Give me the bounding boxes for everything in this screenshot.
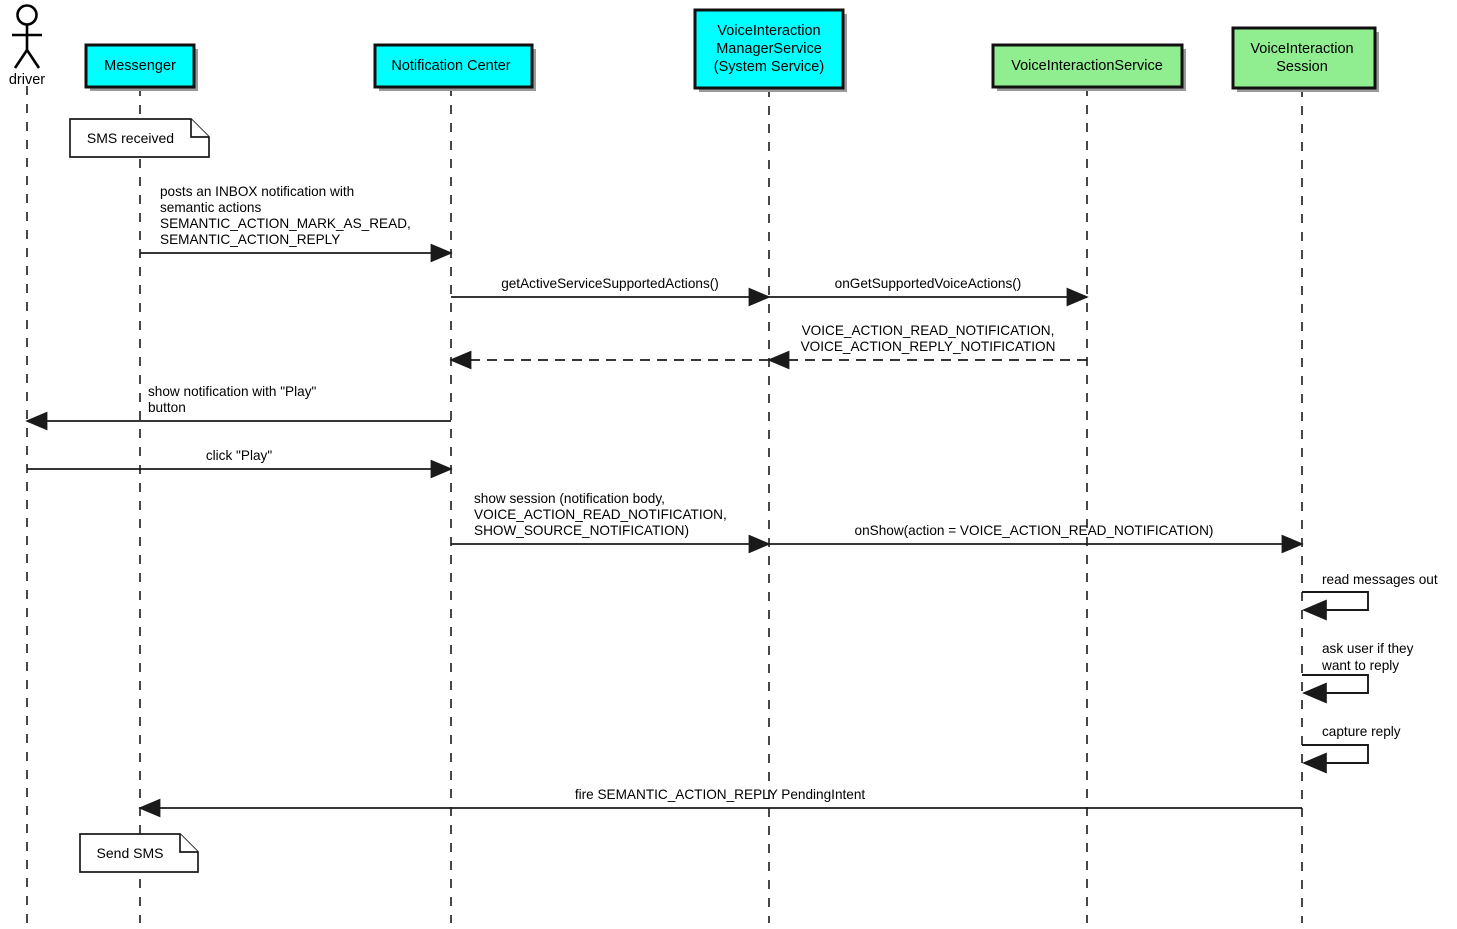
message-label: fire SEMANTIC_ACTION_REPLY PendingIntent <box>575 787 866 802</box>
participants-layer: Messenger Notification Center VoiceInterac… <box>84 8 1379 92</box>
self-message-label: ask user if they <box>1322 641 1414 656</box>
message-label: show notification with "Play" <box>148 384 316 399</box>
selfmsg-capture-reply[interactable]: capture reply <box>1302 724 1401 774</box>
participant-box-voice-interaction-session[interactable] <box>1231 26 1377 90</box>
message-label: onGetSupportedVoiceActions() <box>835 276 1022 291</box>
message-label: onShow(action = VOICE_ACTION_READ_NOTIFI… <box>855 523 1214 538</box>
note-sms-received[interactable]: SMS received <box>69 118 210 158</box>
self-messages-layer: read messages out ask user if they want to… <box>1302 572 1438 774</box>
participant-notification-center[interactable]: Notification Center <box>373 43 536 91</box>
note-body <box>79 833 199 873</box>
message-label: VOICE_ACTION_REPLY_NOTIFICATION <box>801 339 1056 354</box>
msg-return-voice-actions[interactable]: VOICE_ACTION_READ_NOTIFICATION,VOICE_ACT… <box>767 323 1087 370</box>
participant-label-messenger: Messenger <box>104 58 176 74</box>
messages-layer: posts an INBOX notification withsemantic… <box>25 184 1304 818</box>
message-label: VOICE_ACTION_READ_NOTIFICATION, <box>802 323 1055 338</box>
participant-label-voice-interaction-session: VoiceInteraction <box>1250 41 1353 57</box>
actor-head-icon <box>16 4 38 26</box>
message-label: getActiveServiceSupportedActions() <box>501 276 719 291</box>
note-fold-corner-icon <box>190 119 209 138</box>
msg-show-session[interactable]: show session (notification body,VOICE_AC… <box>451 491 771 554</box>
actor-leg-right-icon <box>25 49 41 69</box>
self-message-label: read messages out <box>1322 572 1438 587</box>
msg-show-notification-play[interactable]: show notification with "Play"button <box>25 384 451 431</box>
note-send-sms[interactable]: Send SMS <box>79 833 199 873</box>
note-label: Send SMS <box>97 845 164 861</box>
message-label: button <box>148 400 186 415</box>
participant-box-messenger[interactable] <box>84 43 196 89</box>
msg-get-active-service-supported-actions[interactable]: getActiveServiceSupportedActions() <box>451 276 771 307</box>
message-label: show session (notification body, <box>474 491 665 506</box>
note-body <box>69 118 210 158</box>
note-fold-corner-icon <box>179 834 198 853</box>
self-message-label: want to reply <box>1321 658 1399 673</box>
self-message-arrow <box>1302 744 1369 774</box>
participant-box-notification-center[interactable] <box>373 43 534 89</box>
lifelines-layer <box>26 86 1303 923</box>
actor-label-driver: driver <box>9 72 45 88</box>
actor-leg-left-icon <box>13 49 29 69</box>
self-message-arrow <box>1302 591 1369 621</box>
participant-box-voice-interaction-manager-service[interactable] <box>693 8 845 90</box>
participant-messenger[interactable]: Messenger <box>84 43 198 91</box>
msg-on-get-supported-voice-actions[interactable]: onGetSupportedVoiceActions() <box>769 276 1089 307</box>
selfmsg-ask-user-reply[interactable]: ask user if they want to reply <box>1302 641 1414 704</box>
self-message-arrow <box>1302 674 1369 704</box>
participant-label-voice-interaction-manager-service: VoiceInteraction <box>717 23 820 39</box>
participant-label-voice-interaction-service: VoiceInteractionService <box>1011 58 1163 74</box>
selfmsg-read-messages-out[interactable]: read messages out <box>1302 572 1438 621</box>
message-label: SEMANTIC_ACTION_MARK_AS_READ, <box>160 216 411 231</box>
msg-fire-semantic-action-reply[interactable]: fire SEMANTIC_ACTION_REPLY PendingIntent <box>138 787 1302 818</box>
message-label: SEMANTIC_ACTION_REPLY <box>160 232 340 247</box>
note-label: SMS received <box>87 130 174 146</box>
msg-post-inbox-notification[interactable]: posts an INBOX notification withsemantic… <box>140 184 453 263</box>
participant-label-voice-interaction-session: Session <box>1276 59 1328 75</box>
msg-click-play[interactable]: click "Play" <box>27 448 453 479</box>
participant-voice-interaction-service[interactable]: VoiceInteractionService <box>991 43 1186 91</box>
message-label: SHOW_SOURCE_NOTIFICATION) <box>474 523 689 538</box>
msg-on-show[interactable]: onShow(action = VOICE_ACTION_READ_NOTIFI… <box>769 523 1304 554</box>
participant-box-voice-interaction-service[interactable] <box>991 43 1184 89</box>
message-label: VOICE_ACTION_READ_NOTIFICATION, <box>474 507 727 522</box>
message-label: posts an INBOX notification with <box>160 184 354 199</box>
actor-driver[interactable]: driver <box>9 4 45 89</box>
message-label: semantic actions <box>160 200 261 215</box>
self-message-label: capture reply <box>1322 724 1401 739</box>
message-label: click "Play" <box>206 448 272 463</box>
actor-layer: driver <box>9 4 45 89</box>
participant-label-voice-interaction-manager-service: (System Service) <box>714 59 824 75</box>
participant-label-notification-center: Notification Center <box>391 58 510 74</box>
participant-label-voice-interaction-manager-service: ManagerService <box>716 41 822 57</box>
